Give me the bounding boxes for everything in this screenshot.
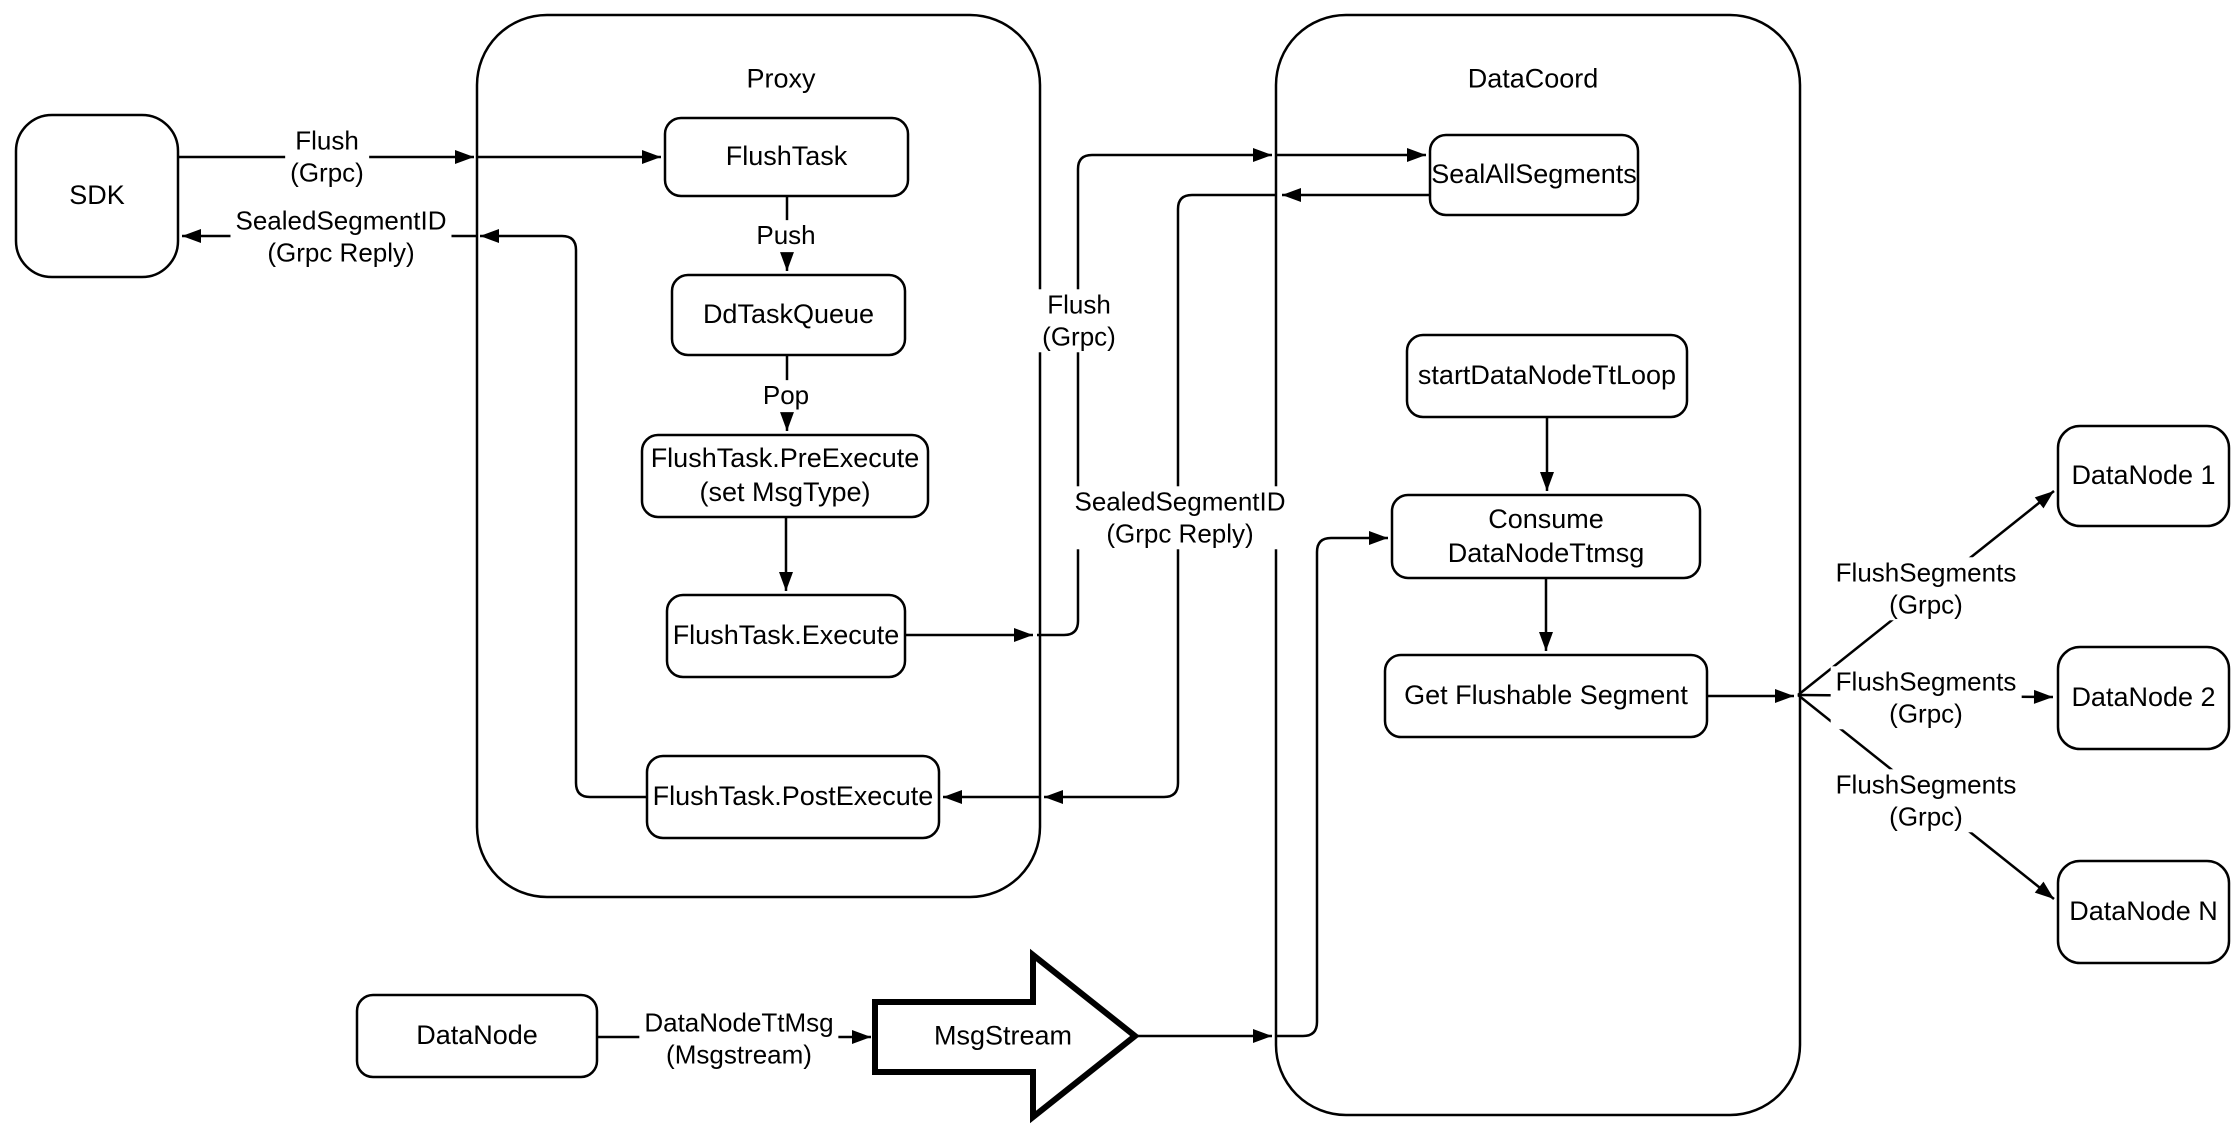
proxy-container-title: Proxy bbox=[746, 63, 816, 94]
msgstream-shape-label: MsgStream bbox=[933, 1020, 1073, 1051]
edge-label-datanodettmsg: DataNodeTtMsg (Msgstream) bbox=[639, 1007, 839, 1071]
edge-label-sealedsegmentid-mid: SealedSegmentID (Grpc Reply) bbox=[1069, 486, 1291, 550]
edge-msg-up-to-consume bbox=[1276, 531, 1388, 1038]
ddtaskqueue-node-box bbox=[670, 273, 907, 357]
sealallsegments-node-box bbox=[1428, 133, 1640, 217]
datanode1-node-box bbox=[2056, 424, 2231, 528]
execute-node-box bbox=[665, 593, 907, 679]
datanoden-node-box bbox=[2056, 859, 2231, 965]
edge-label-flushsegments-2: FlushSegments (Grpc) bbox=[1830, 666, 2022, 730]
edge-label-line: (Grpc Reply) bbox=[1106, 518, 1254, 548]
edge-label-line: (Grpc) bbox=[1042, 321, 1116, 351]
edge-label-line: Push bbox=[756, 220, 816, 251]
edge-postexecute-to-proxy-border bbox=[480, 229, 647, 799]
edge-label-flush-grpc-mid: Flush (Grpc) bbox=[1037, 289, 1121, 353]
preexecute-node-box bbox=[640, 433, 930, 519]
edge-label-line: Pop bbox=[762, 380, 810, 411]
datacoord-container-title: DataCoord bbox=[1467, 63, 1599, 94]
edge-label-flushsegments-3: FlushSegments (Grpc) bbox=[1830, 769, 2022, 833]
getflushablesegment-node-box bbox=[1383, 653, 1709, 739]
msgstream-arrow-shape bbox=[872, 948, 1140, 1124]
edge-flush-up-to-datacoord-border bbox=[1037, 148, 1272, 637]
node-layer bbox=[14, 113, 2231, 1079]
edge-label-line: Flush bbox=[1047, 289, 1111, 320]
edge-label-line: SealedSegmentID bbox=[1074, 486, 1286, 517]
edge-label-line: (Grpc) bbox=[1889, 698, 1963, 728]
edge-label-sealedsegmentid-sdk: SealedSegmentID (Grpc Reply) bbox=[230, 205, 452, 269]
edge-label-line: (Grpc Reply) bbox=[267, 237, 415, 267]
datanode2-node-box bbox=[2056, 645, 2231, 751]
edge-label-line: DataNodeTtMsg bbox=[644, 1007, 834, 1038]
edge-label-flushsegments-1: FlushSegments (Grpc) bbox=[1830, 557, 2022, 621]
edge-label-pop: Pop bbox=[757, 380, 815, 412]
edge-label-push: Push bbox=[751, 220, 821, 252]
datanode-node-box bbox=[355, 993, 599, 1079]
edge-label-line: FlushSegments bbox=[1835, 557, 2017, 588]
edge-label-line: (Grpc) bbox=[290, 157, 364, 187]
edge-label-flush-grpc-sdk: Flush (Grpc) bbox=[285, 125, 369, 189]
edge-label-line: (Msgstream) bbox=[666, 1039, 812, 1069]
edge-label-line: (Grpc) bbox=[1889, 589, 1963, 619]
edge-label-line: Flush bbox=[295, 125, 359, 156]
sdk-node-box bbox=[14, 113, 180, 279]
postexecute-node-box bbox=[645, 754, 941, 840]
edge-label-line: FlushSegments bbox=[1835, 666, 2017, 697]
startdatanodettloop-node-box bbox=[1405, 333, 1689, 419]
edge-label-line: SealedSegmentID bbox=[235, 205, 447, 236]
edge-label-line: FlushSegments bbox=[1835, 769, 2017, 800]
flushtask-node-box bbox=[663, 116, 910, 198]
consumedatanodettmsg-node-box bbox=[1390, 493, 1702, 580]
edge-label-line: (Grpc) bbox=[1889, 801, 1963, 831]
